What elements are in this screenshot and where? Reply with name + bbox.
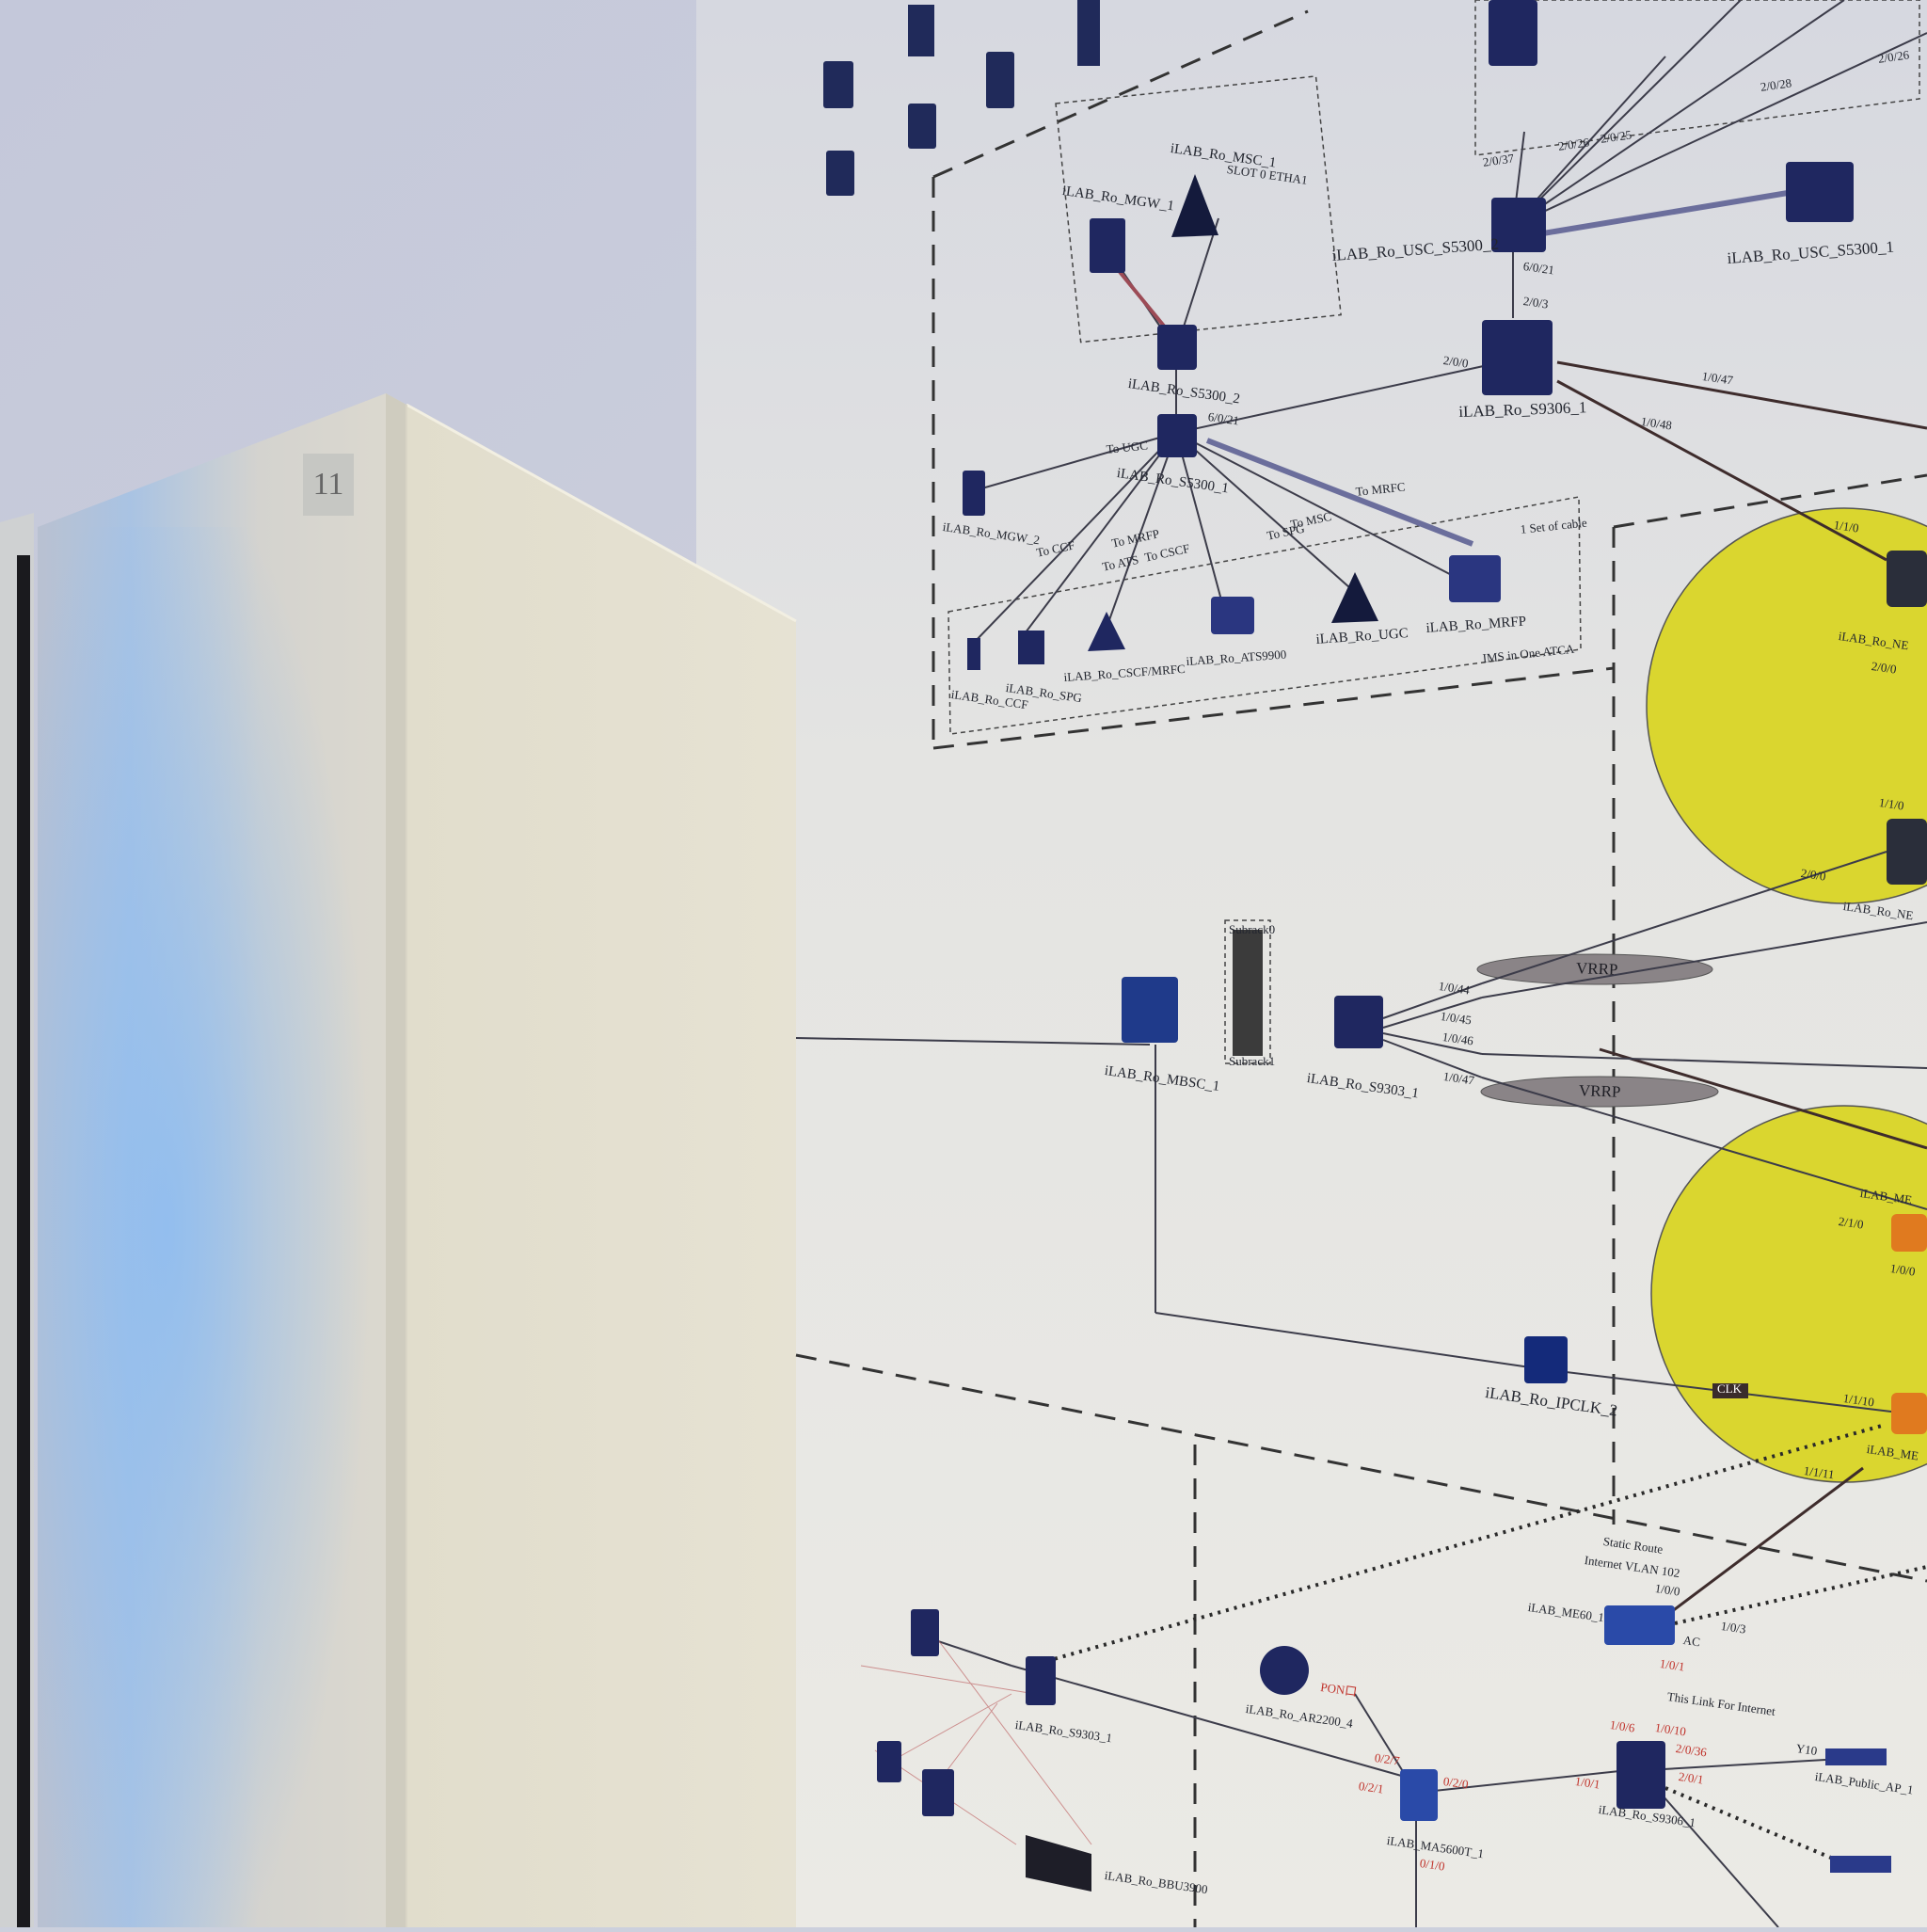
- label-subrack-top: Subrack0: [1229, 922, 1276, 936]
- label-ac: AC: [1681, 1633, 1701, 1650]
- device-icons: [877, 0, 1927, 1892]
- legend-icons: [823, 0, 1100, 196]
- vrrp-label-2: VRRP: [1578, 1081, 1621, 1101]
- dashed-frames: [795, 9, 1927, 1927]
- vrrp-label-1: VRRP: [1575, 959, 1618, 979]
- label-subrack-bottom: Subrack1: [1229, 1054, 1276, 1068]
- brown-links: [1556, 360, 1927, 1625]
- port-label: Y10: [1794, 1741, 1819, 1758]
- cabinet-number-plate: 11: [303, 454, 354, 516]
- port-label-clk: CLK: [1717, 1381, 1742, 1396]
